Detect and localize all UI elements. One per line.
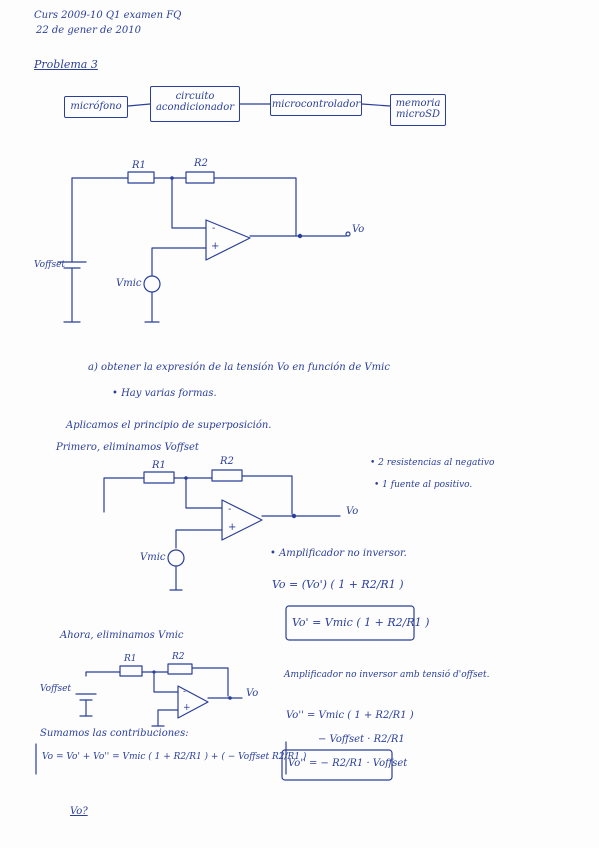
header-date: 22 de gener de 2010 bbox=[36, 25, 141, 36]
c3-vo-label: Vo bbox=[246, 688, 259, 699]
question-bullet: • Hay varias formas. bbox=[112, 388, 217, 399]
block-microcontroller: microcontrolador bbox=[270, 94, 362, 116]
eq2-box bbox=[281, 749, 393, 781]
equation-2-line1: Vo'' = Vmic ( 1 + R2/R1 ) bbox=[286, 710, 414, 721]
circuit-1 bbox=[57, 171, 351, 323]
c1-minus: - bbox=[212, 223, 216, 234]
sum-contributions-text: Sumamos las contribuciones: bbox=[40, 728, 189, 739]
question-a: a) obtener la expresión de la tensión Vo… bbox=[88, 362, 390, 373]
c2-r1-label: R1 bbox=[152, 460, 166, 471]
note-two-resistors: • 2 resistencias al negativo bbox=[370, 458, 495, 468]
header-course: Curs 2009-10 Q1 examen FQ bbox=[34, 10, 182, 21]
link-uc-mem bbox=[361, 103, 391, 107]
superposition-text: Aplicamos el principio de superposición. bbox=[66, 420, 272, 431]
amp-offset-text: Amplificador no inversor amb tensió d'of… bbox=[284, 670, 490, 680]
first-eliminate-text: Primero, eliminamos Voffset bbox=[56, 442, 199, 453]
c3-voffset-label: Voffset bbox=[40, 684, 72, 694]
final-equation: Vo = Vo' + Vo'' = Vmic ( 1 + R2/R1 ) + (… bbox=[42, 752, 307, 762]
c2-plus: + bbox=[228, 522, 237, 533]
c1-voffset-label: Voffset bbox=[34, 260, 66, 270]
c1-r1-label: R1 bbox=[132, 160, 146, 171]
c3-minus: - bbox=[183, 687, 187, 697]
block-microphone-label: micrófono bbox=[70, 101, 122, 112]
block-memory-label: memoria microSD bbox=[395, 98, 441, 120]
equation-2-line2: − Voffset · R2/R1 bbox=[318, 734, 405, 745]
equation-1-boxed: Vo' = Vmic ( 1 + R2/R1 ) bbox=[292, 616, 430, 629]
equation-1: Vo = (Vo') ( 1 + R2/R1 ) bbox=[272, 578, 404, 591]
c2-minus: - bbox=[228, 504, 232, 515]
block-conditioning-label: circuito acondicionador bbox=[155, 91, 235, 113]
block-memory: memoria microSD bbox=[390, 94, 446, 126]
eq1-box bbox=[285, 605, 415, 641]
note-one-source: • 1 fuente al positivo. bbox=[374, 480, 473, 490]
link-mic-cond bbox=[127, 103, 151, 107]
c1-vo-label: Vo bbox=[352, 224, 365, 235]
final-question-mark: Vo? bbox=[70, 806, 88, 817]
c2-vo-label: Vo bbox=[346, 506, 359, 517]
block-microphone: micrófono bbox=[64, 96, 128, 118]
c3-r2-label: R2 bbox=[172, 652, 185, 662]
c3-plus: + bbox=[183, 703, 191, 713]
problem-title: Problema 3 bbox=[34, 58, 98, 71]
c3-r1-label: R1 bbox=[124, 654, 137, 664]
circuit-2 bbox=[103, 469, 341, 591]
circuit-3 bbox=[75, 663, 243, 727]
amp-noninv-text: • Amplificador no inversor. bbox=[270, 548, 407, 559]
then-eliminate-text: Ahora, eliminamos Vmic bbox=[60, 630, 184, 641]
equation-2-boxed: Vo'' = − R2/R1 · Voffset bbox=[288, 758, 408, 769]
c2-vmic-label: Vmic bbox=[140, 552, 166, 563]
c1-r2-label: R2 bbox=[194, 158, 208, 169]
block-microcontroller-label: microcontrolador bbox=[271, 99, 361, 110]
c1-vmic-label: Vmic bbox=[116, 278, 142, 289]
c1-plus: + bbox=[211, 241, 220, 252]
c2-r2-label: R2 bbox=[220, 456, 234, 467]
